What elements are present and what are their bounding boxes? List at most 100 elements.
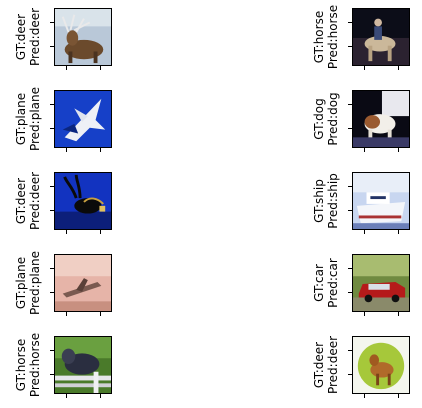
deer-green-bg-icon <box>353 337 409 393</box>
image-axes <box>352 254 410 312</box>
y-tick <box>50 128 54 129</box>
ground-truth-label: GT:horse <box>312 10 326 63</box>
image-axes <box>352 336 410 394</box>
y-tick <box>348 46 352 47</box>
ground-truth-label: GT:plane <box>14 256 28 309</box>
ship-white-icon <box>353 173 409 229</box>
ground-truth-label: GT:car <box>312 263 326 302</box>
x-tick <box>66 148 67 152</box>
image-axes <box>352 172 410 230</box>
prediction-label: Pred:dog <box>326 91 340 146</box>
x-tick <box>398 230 399 234</box>
horse-fence-icon <box>55 337 111 393</box>
y-tick <box>50 268 54 269</box>
ground-truth-label: GT:deer <box>312 341 326 388</box>
y-tick <box>348 128 352 129</box>
x-tick <box>66 394 67 398</box>
y-tick <box>50 104 54 105</box>
x-tick <box>364 66 365 70</box>
x-tick <box>100 66 101 70</box>
ground-truth-label: GT:horse <box>14 338 28 391</box>
ground-truth-label: GT:plane <box>14 92 28 145</box>
plane-pink-ground-icon <box>55 255 111 311</box>
prediction-label: Pred:horse <box>326 4 340 69</box>
x-tick <box>66 312 67 316</box>
image-axes <box>54 90 112 148</box>
y-tick <box>348 374 352 375</box>
y-tick <box>348 210 352 211</box>
jet-blue-sky-icon <box>55 91 111 147</box>
x-tick <box>100 312 101 316</box>
x-tick <box>100 394 101 398</box>
x-tick <box>100 148 101 152</box>
prediction-label: Pred:deer <box>28 171 42 230</box>
x-tick <box>364 394 365 398</box>
dog-dark-bg-icon <box>353 91 409 147</box>
y-tick <box>50 186 54 187</box>
prediction-label: Pred:deer <box>326 335 340 394</box>
ground-truth-label: GT:deer <box>14 177 28 224</box>
x-tick <box>364 230 365 234</box>
prediction-label: Pred:horse <box>28 332 42 397</box>
y-tick <box>50 350 54 351</box>
prediction-label: Pred:car <box>326 257 340 308</box>
x-tick <box>398 66 399 70</box>
y-tick <box>50 22 54 23</box>
y-tick <box>348 22 352 23</box>
x-tick <box>398 148 399 152</box>
x-tick <box>398 394 399 398</box>
y-tick <box>50 292 54 293</box>
y-tick <box>50 374 54 375</box>
x-tick <box>364 312 365 316</box>
ground-truth-label: GT:deer <box>14 13 28 60</box>
y-tick <box>348 104 352 105</box>
x-tick <box>398 312 399 316</box>
y-tick <box>50 210 54 211</box>
image-axes <box>352 8 410 66</box>
y-tick <box>348 350 352 351</box>
x-tick <box>66 230 67 234</box>
horse-rider-icon <box>353 9 409 65</box>
prediction-label: Pred:deer <box>28 7 42 66</box>
x-tick <box>66 66 67 70</box>
prediction-label: Pred:plane <box>28 250 42 315</box>
ground-truth-label: GT:dog <box>312 97 326 140</box>
image-axes <box>54 172 112 230</box>
ground-truth-label: GT:ship <box>312 178 326 223</box>
x-tick <box>364 148 365 152</box>
y-tick <box>50 46 54 47</box>
image-axes <box>54 254 112 312</box>
image-axes <box>54 336 112 394</box>
prediction-label: Pred:plane <box>28 86 42 151</box>
x-tick <box>100 230 101 234</box>
y-tick <box>348 292 352 293</box>
y-tick <box>348 186 352 187</box>
deer-antlers-icon <box>55 9 111 65</box>
image-axes <box>54 8 112 66</box>
deer-blue-bg-icon <box>55 173 111 229</box>
y-tick <box>348 268 352 269</box>
image-axes <box>352 90 410 148</box>
red-car-icon <box>353 255 409 311</box>
